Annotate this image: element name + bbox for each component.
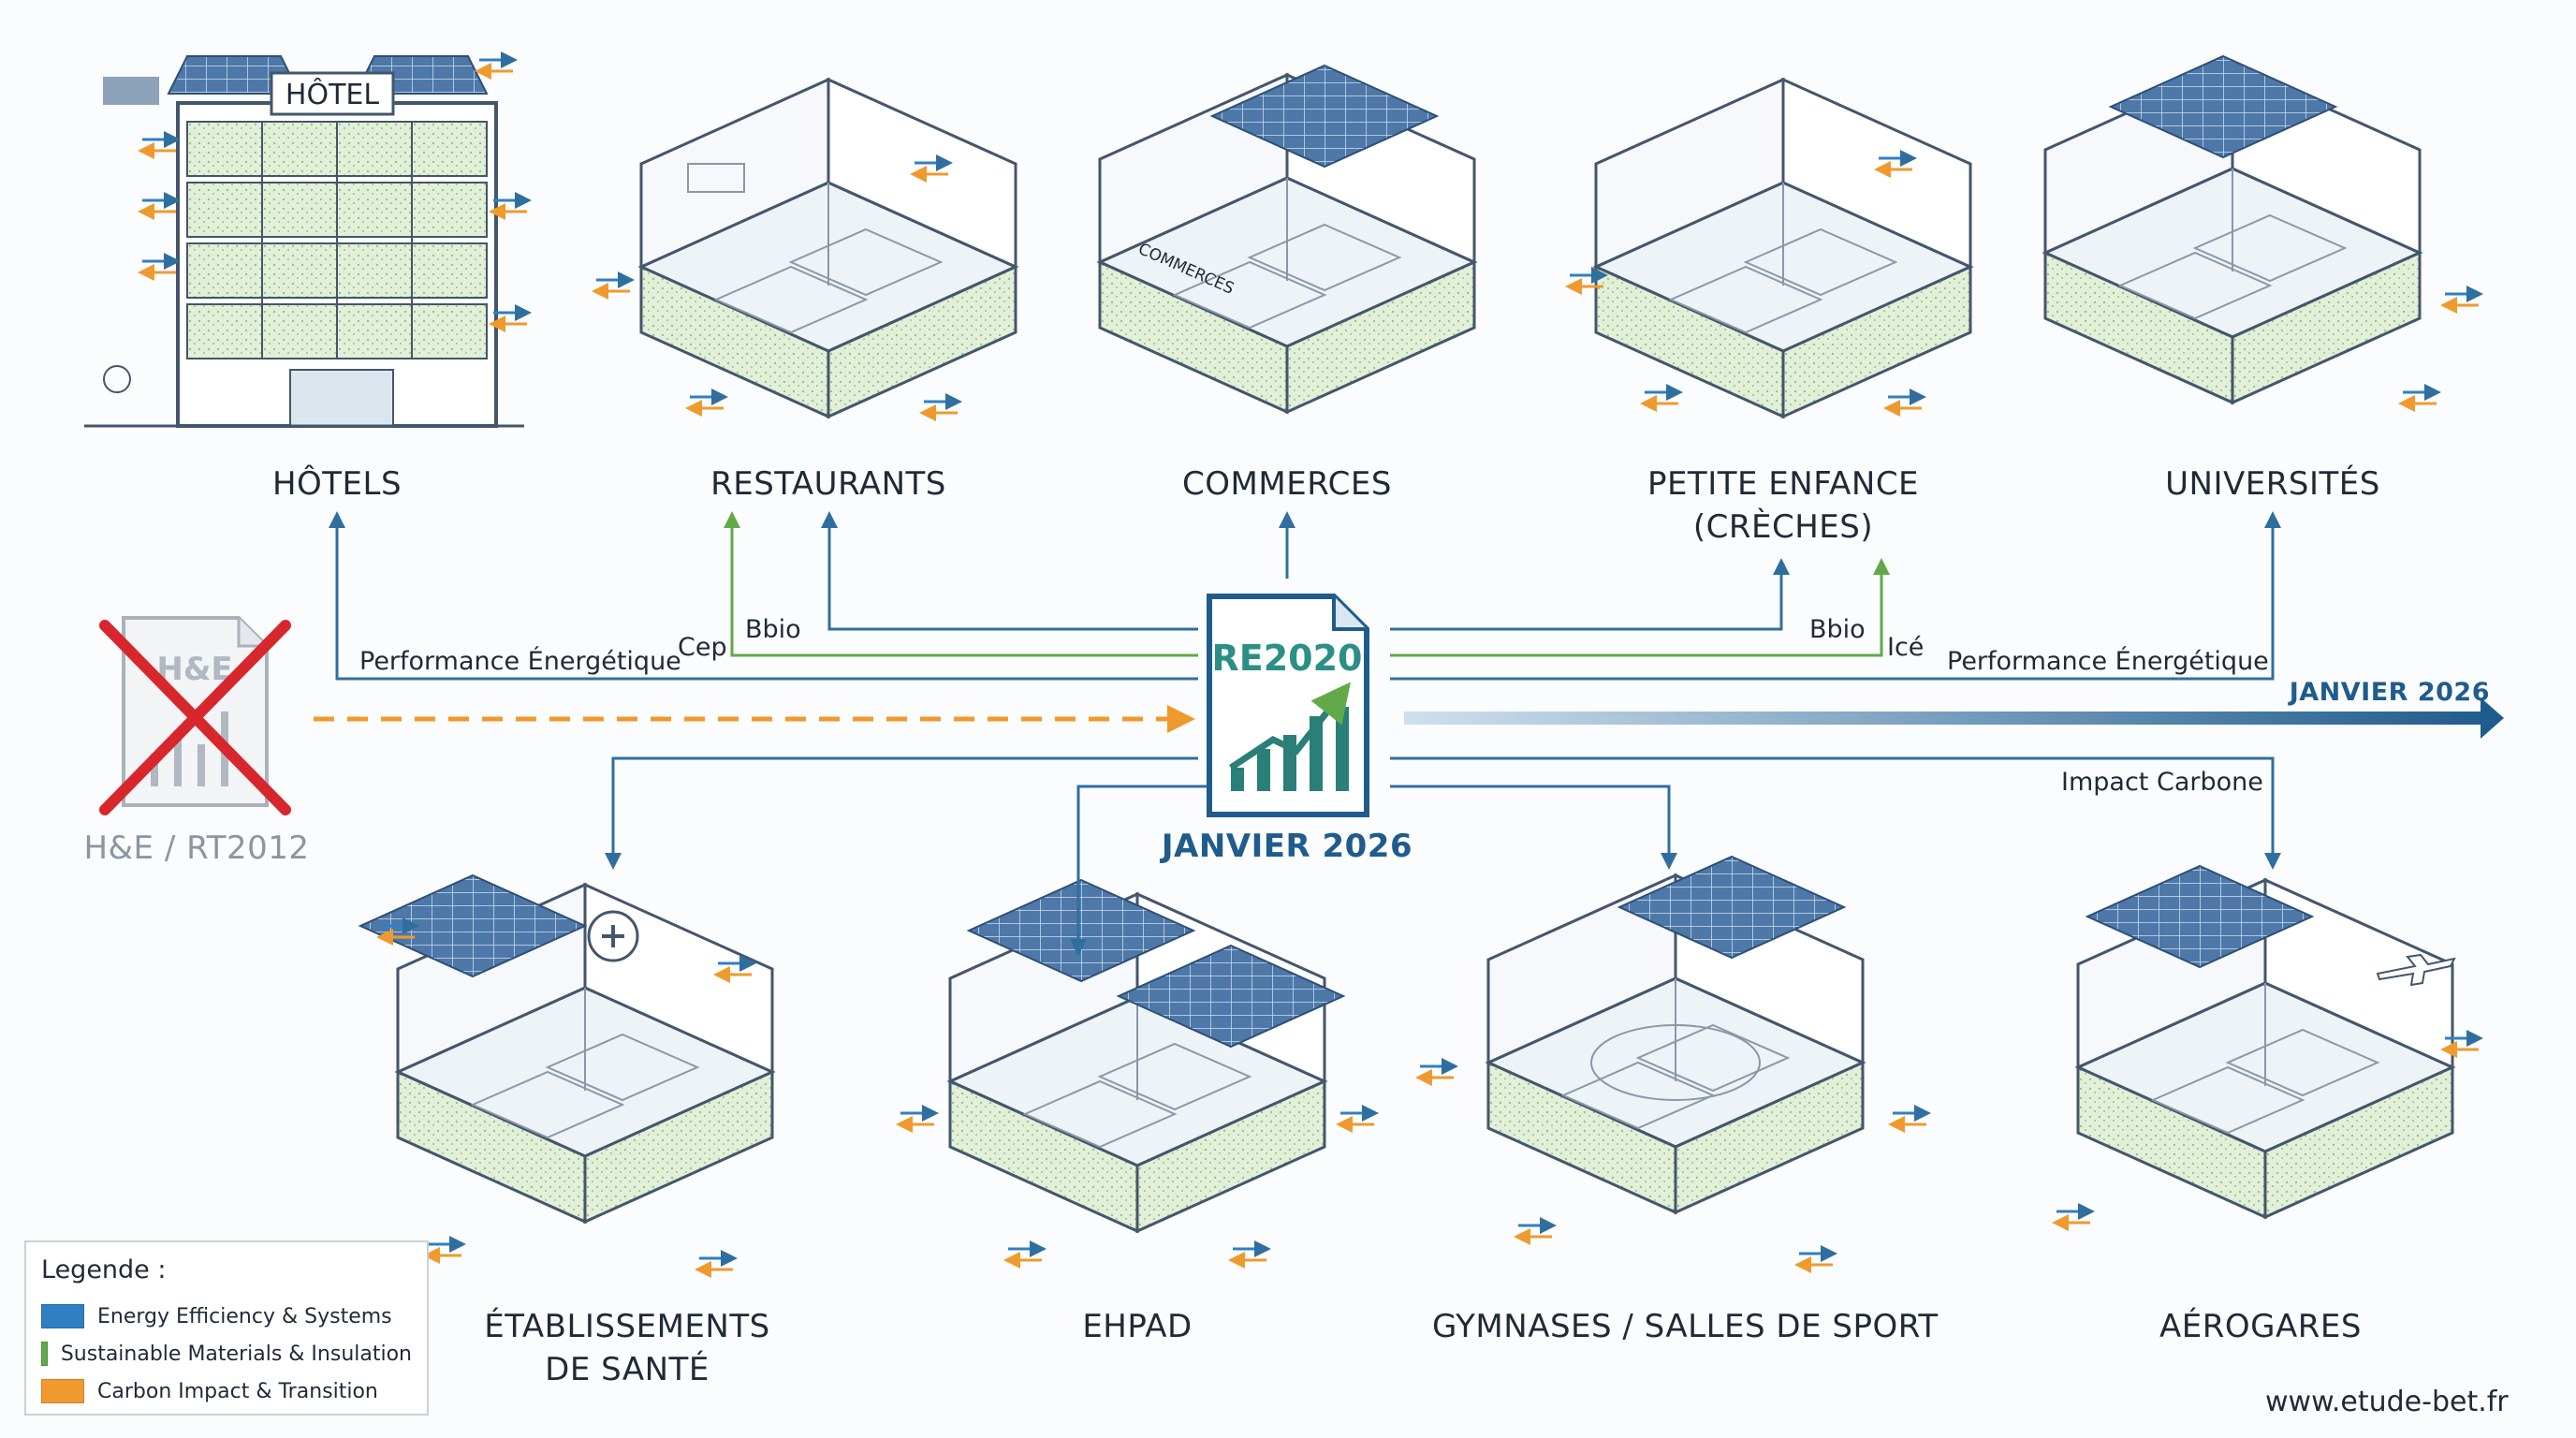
connector-creches-ice: [1390, 558, 1890, 657]
label-restaurants: RESTAURANTS: [710, 465, 946, 503]
old-regulation-icon: H&E: [99, 616, 291, 815]
label-sante-line2: DE SANTÉ: [545, 1350, 710, 1388]
legend-label-carbon: Carbon Impact & Transition: [97, 1379, 378, 1403]
re2020-document-icon: RE2020: [1207, 594, 1369, 817]
label-timeline-date: JANVIER 2026: [2289, 678, 2490, 707]
label-creches-line1: PETITE ENFANCE: [1647, 465, 1920, 503]
connector-restaurants-cep: [724, 511, 1198, 657]
label-universites: UNIVERSITÉS: [2165, 465, 2380, 503]
label-gymnases: GYMNASES / SALLES DE SPORT: [1432, 1308, 1939, 1345]
label-creches-line2: (CRÈCHES): [1692, 507, 1874, 546]
legend-item: Carbon Impact & Transition: [41, 1372, 412, 1410]
red-cross-line-2: [99, 620, 291, 815]
label-ice: Icé: [1887, 633, 1924, 662]
ehpad-building-illustration: [900, 879, 1374, 1260]
legend-swatch-carbon: [41, 1379, 84, 1403]
connector-ehpad: [1070, 785, 1231, 956]
label-hotels: HÔTELS: [271, 465, 402, 503]
legend-item: Energy Efficiency & Systems: [41, 1298, 412, 1335]
label-creches: PETITE ENFANCE (CRÈCHES): [1615, 463, 1952, 550]
label-performance-right: Performance Énergétique: [1947, 646, 2269, 676]
creche-building-illustration: [1570, 78, 1972, 418]
connector-lines: [314, 511, 2281, 956]
legend-title: Legende :: [41, 1255, 167, 1284]
connector-aerogares: [1390, 756, 2281, 870]
label-bbio-right: Bbio: [1809, 615, 1866, 644]
label-cep: Cep: [678, 633, 727, 662]
legend-box: Legende : Energy Efficiency & Systems Su…: [24, 1240, 429, 1416]
timeline-arrow: [1404, 697, 2504, 739]
legend-item: Sustainable Materials & Insulation: [41, 1335, 412, 1372]
connector-creches-bbio: [1390, 558, 1790, 631]
label-sante-line1: ÉTABLISSEMENTS: [484, 1308, 770, 1345]
connector-sante: [605, 756, 1198, 870]
connector-restaurants-bbio: [821, 511, 1198, 631]
label-impact-carbone: Impact Carbone: [2061, 768, 2263, 797]
label-sante: ÉTABLISSEMENTS DE SANTÉ: [440, 1306, 814, 1392]
legend-swatch-materials: [41, 1342, 48, 1366]
aerogare-building-illustration: [2056, 865, 2479, 1223]
sante-building-illustration: [359, 874, 774, 1269]
label-old-regulation: H&E / RT2012: [83, 829, 310, 867]
label-aerogares: AÉROGARES: [2159, 1308, 2362, 1345]
label-ehpad: EHPAD: [1082, 1308, 1193, 1345]
label-re2020-date: JANVIER 2026: [1161, 828, 1413, 865]
label-commerces: COMMERCES: [1182, 465, 1392, 503]
universite-building-illustration: [2043, 55, 2479, 404]
connector-gymnases: [1390, 785, 1677, 870]
hotel-sign: HÔTEL: [285, 77, 379, 111]
hotel-building-illustration: HÔTEL: [84, 55, 527, 428]
label-bbio-left: Bbio: [745, 615, 801, 644]
legend-label-energy: Energy Efficiency & Systems: [97, 1304, 392, 1328]
footer-url: www.etude-bet.fr: [2265, 1386, 2509, 1418]
gymnase-building-illustration: [1420, 856, 1926, 1265]
old-regulation-icon-text: H&E: [156, 651, 232, 688]
connector-hotels: [329, 511, 1198, 681]
legend-label-materials: Sustainable Materials & Insulation: [60, 1342, 412, 1366]
label-performance-left: Performance Énergétique: [359, 646, 681, 676]
restaurant-building-illustration: [596, 78, 1017, 418]
re2020-title: RE2020: [1212, 638, 1363, 679]
re2020-growth-chart: [1229, 682, 1352, 791]
connector-universites: [1390, 511, 2281, 681]
legend-swatch-energy: [41, 1304, 84, 1328]
commerces-building-illustration: COMMERCES: [1098, 65, 1476, 414]
